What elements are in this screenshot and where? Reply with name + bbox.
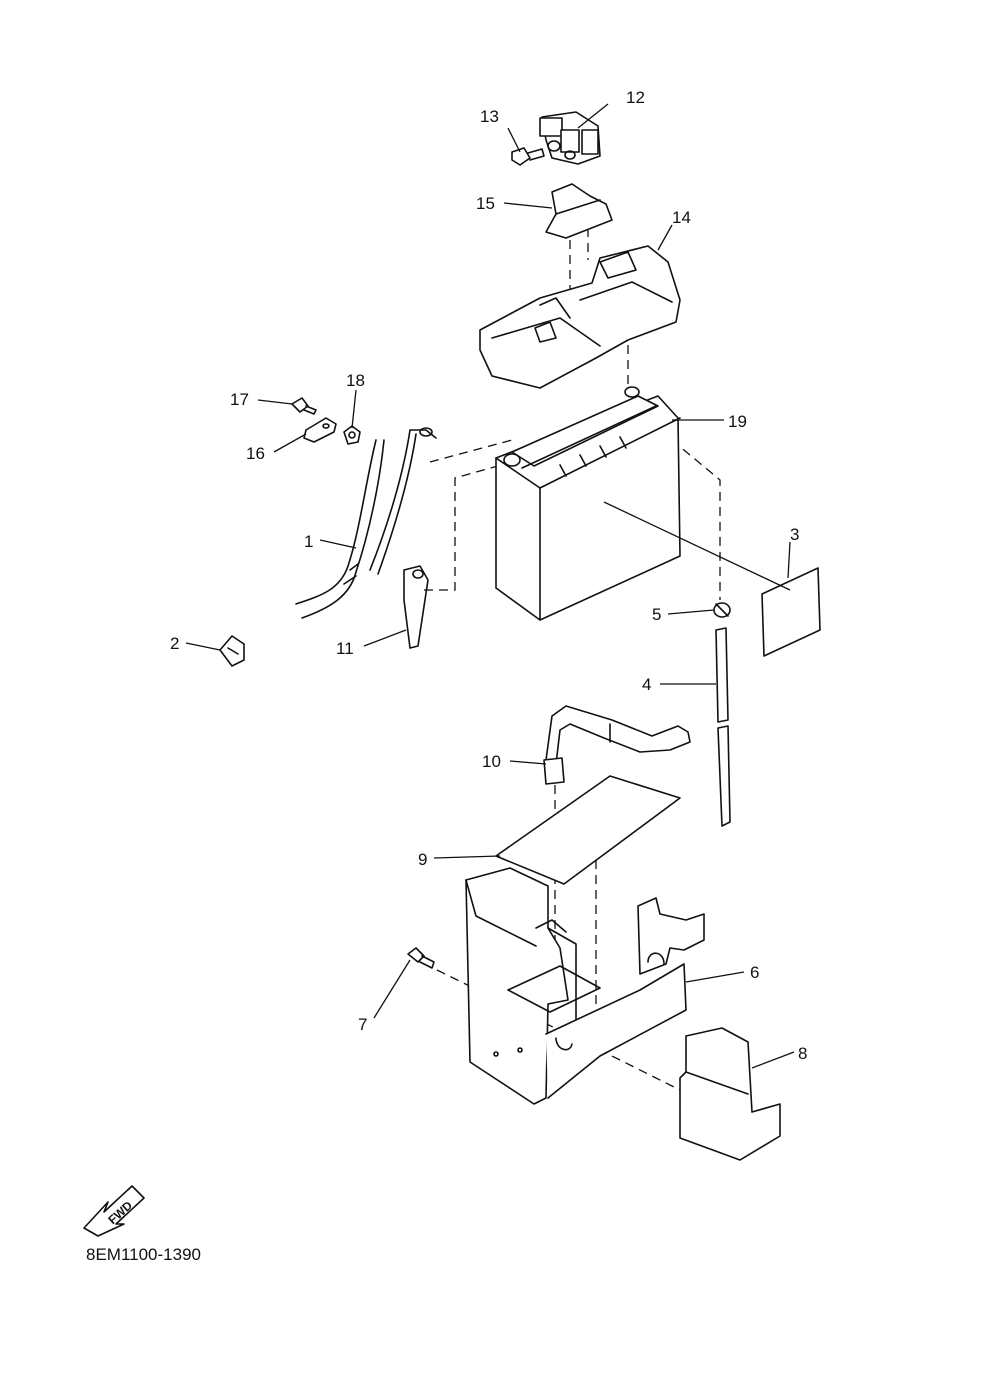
part-2-clip <box>219 635 245 667</box>
part-18-nut <box>343 425 361 445</box>
callout-13: 13 <box>480 107 499 126</box>
callout-5: 5 <box>652 605 661 624</box>
callout-15: 15 <box>476 194 495 213</box>
forward-direction-arrow: FWD <box>83 1185 145 1237</box>
callout-11: 11 <box>336 639 354 658</box>
part-1-battery-lead <box>295 427 437 619</box>
part-3-label <box>761 567 821 657</box>
part-7-bolt <box>407 947 435 969</box>
callout-18: 18 <box>346 371 365 390</box>
callout-17: 17 <box>230 390 249 409</box>
part-12-relay <box>539 111 601 165</box>
callout-7: 7 <box>358 1015 367 1034</box>
part-10-strap <box>543 705 691 785</box>
callout-9: 9 <box>418 850 427 869</box>
part-14-terminal-cover <box>479 245 681 389</box>
callout-8: 8 <box>798 1044 807 1063</box>
part-16-nut-plate <box>303 417 337 443</box>
callout-3: 3 <box>790 525 799 544</box>
part-11-negative-lead <box>403 565 429 649</box>
callouts: 12 13 15 14 19 17 18 16 1 2 11 3 5 4 10 … <box>170 88 807 1063</box>
part-13-bolt <box>511 147 545 166</box>
part-15-bracket <box>545 183 613 239</box>
callout-19: 19 <box>728 412 747 431</box>
callout-6: 6 <box>750 963 759 982</box>
leader-lines <box>185 103 795 1069</box>
callout-2: 2 <box>170 634 179 653</box>
part-9-mat <box>495 775 681 885</box>
callout-14: 14 <box>672 208 691 227</box>
callout-12: 12 <box>626 88 645 107</box>
part-4-breather-hose <box>715 627 731 827</box>
part-19-battery <box>495 386 681 621</box>
callout-16: 16 <box>246 444 265 463</box>
part-5-clamp <box>713 602 731 618</box>
diagram-code: 8EM1100-1390 <box>86 1245 201 1264</box>
part-17-bolt <box>291 397 317 415</box>
callout-4: 4 <box>642 675 651 694</box>
part-8-cover <box>679 1027 781 1161</box>
callout-10: 10 <box>482 752 501 771</box>
callout-1: 1 <box>304 532 313 551</box>
part-6-battery-box <box>465 867 705 1105</box>
